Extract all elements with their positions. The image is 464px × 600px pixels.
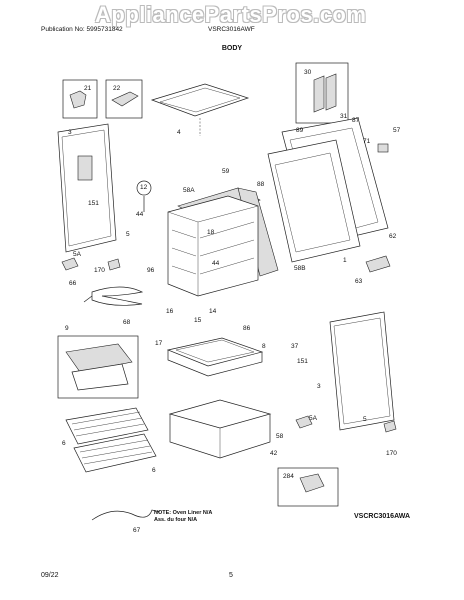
oven-liner bbox=[167, 195, 259, 297]
callout-18: 18 bbox=[207, 229, 215, 236]
callout-151a: 151 bbox=[88, 200, 99, 207]
part-170-clip-left bbox=[107, 258, 121, 271]
note-line-1: NOTE: Oven Liner N/A bbox=[154, 510, 213, 516]
callout-5b: 5 bbox=[363, 416, 367, 423]
part-284-group bbox=[277, 467, 339, 507]
callout-8: 8 bbox=[262, 343, 266, 350]
part-4-top-panel bbox=[150, 83, 250, 117]
callout-62: 62 bbox=[389, 233, 397, 240]
callout-1: 1 bbox=[343, 257, 347, 264]
part-3-side-panel-right bbox=[329, 311, 395, 431]
callout-16: 16 bbox=[166, 308, 174, 315]
page-number: 5 bbox=[229, 572, 233, 579]
part-8-panel bbox=[166, 337, 264, 377]
callout-42: 42 bbox=[270, 450, 278, 457]
callout-87: 87 bbox=[352, 117, 360, 124]
callout-57: 57 bbox=[393, 127, 401, 134]
callout-67: 67 bbox=[133, 527, 141, 534]
callout-30: 30 bbox=[304, 69, 312, 76]
callout-88: 88 bbox=[257, 181, 265, 188]
callout-170a: 170 bbox=[94, 267, 105, 274]
callout-3a: 3 bbox=[68, 129, 72, 136]
part-21-group bbox=[62, 79, 98, 119]
callout-12: 12 bbox=[140, 184, 148, 191]
part-22-group bbox=[105, 79, 143, 119]
callout-86: 86 bbox=[243, 325, 251, 332]
diagram-code: VSCRC3016AWA bbox=[354, 513, 411, 520]
callout-44a: 44 bbox=[136, 211, 144, 218]
part-9-drawer bbox=[57, 335, 139, 399]
part-22-box bbox=[105, 79, 143, 119]
note-line-2: Ass. du four N/A bbox=[154, 517, 198, 523]
note: NOTE: Oven Liner N/A Ass. du four N/A bbox=[154, 510, 212, 524]
callout-59: 59 bbox=[222, 168, 230, 175]
callout-3b: 3 bbox=[317, 383, 321, 390]
callout-66: 66 bbox=[69, 280, 77, 287]
callout-5aa: 5A bbox=[73, 251, 82, 258]
callout-151b: 151 bbox=[297, 358, 308, 365]
part-63-bracket bbox=[365, 255, 391, 273]
publication-number: Publication No: 5995731842 bbox=[41, 26, 123, 33]
watermark: AppliancePartsPros.com bbox=[95, 2, 367, 27]
callout-5ab: 5A bbox=[309, 415, 318, 422]
callout-21: 21 bbox=[84, 85, 92, 92]
part-3-side-panel-left bbox=[57, 123, 117, 253]
part-67-broil-element bbox=[91, 509, 161, 521]
callout-63: 63 bbox=[355, 278, 363, 285]
part-21-shape bbox=[69, 90, 87, 109]
callout-37: 37 bbox=[291, 343, 299, 350]
section-title: BODY bbox=[221, 45, 243, 52]
callout-9: 9 bbox=[65, 325, 69, 332]
part-21-box bbox=[62, 79, 98, 119]
callout-15: 15 bbox=[194, 317, 202, 324]
part-5a-bracket-right bbox=[295, 415, 313, 429]
part-4-inner bbox=[159, 87, 241, 113]
callout-6a: 6 bbox=[62, 440, 66, 447]
callout-58a: 58A bbox=[183, 187, 195, 194]
part-5a-bracket-left bbox=[61, 257, 79, 271]
part-12-knob bbox=[136, 180, 152, 196]
callout-170b: 170 bbox=[386, 450, 397, 457]
callout-4: 4 bbox=[177, 129, 181, 136]
callout-5a: 5 bbox=[126, 231, 130, 238]
callout-58: 58 bbox=[276, 433, 284, 440]
callout-68: 68 bbox=[123, 319, 131, 326]
footer-date: 09/22 bbox=[41, 572, 59, 579]
part-22-shape bbox=[111, 91, 139, 107]
callout-58b: 58B bbox=[294, 265, 306, 272]
callout-6b: 6 bbox=[152, 467, 156, 474]
callout-22: 22 bbox=[113, 85, 121, 92]
callout-71: 71 bbox=[363, 138, 371, 145]
callout-284: 284 bbox=[283, 473, 294, 480]
callout-31: 31 bbox=[340, 113, 348, 120]
part-66-bake-element bbox=[91, 286, 144, 306]
part-6-racks bbox=[65, 407, 157, 473]
callout-44b: 44 bbox=[212, 260, 220, 267]
part-1-rear-wall bbox=[267, 139, 361, 263]
callout-96: 96 bbox=[147, 267, 155, 274]
callout-14: 14 bbox=[209, 308, 217, 315]
model-number: VSRC3016AWF bbox=[208, 26, 255, 33]
part-30-31-group bbox=[295, 62, 349, 124]
callout-17: 17 bbox=[155, 340, 163, 347]
part-58-drawer-box bbox=[168, 399, 272, 459]
part-170-clip-right bbox=[383, 420, 397, 433]
callout-89: 89 bbox=[296, 127, 304, 134]
